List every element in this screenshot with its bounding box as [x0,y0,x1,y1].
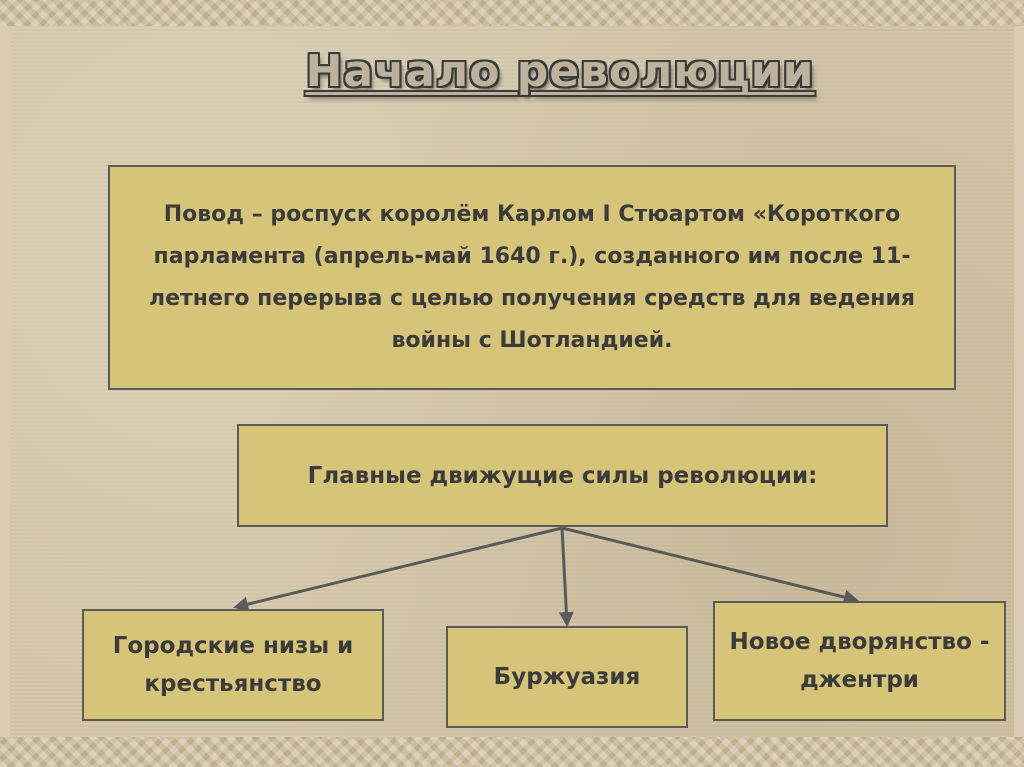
force-label: Городские низы и крестьянство [112,633,354,697]
force-box-bourgeoisie: Буржуазия [446,626,688,728]
driving-forces-label: Главные движущие силы революции: [307,462,818,489]
cause-box: Повод – роспуск королём Карлом I Стюарто… [108,165,956,390]
decorative-border-bottom [0,737,1024,767]
force-label: Буржуазия [493,664,641,690]
force-box-new-nobility: Новое дворянство - джентри [713,601,1006,721]
cause-text: Повод – роспуск королём Карлом I Стюарто… [148,201,915,353]
force-label: Новое дворянство - джентри [729,629,990,693]
slide-title: Начало революции [305,46,815,97]
decorative-border-top [0,0,1024,26]
driving-forces-box: Главные движущие силы революции: [237,424,888,527]
force-box-urban-poor: Городские низы и крестьянство [82,609,384,721]
